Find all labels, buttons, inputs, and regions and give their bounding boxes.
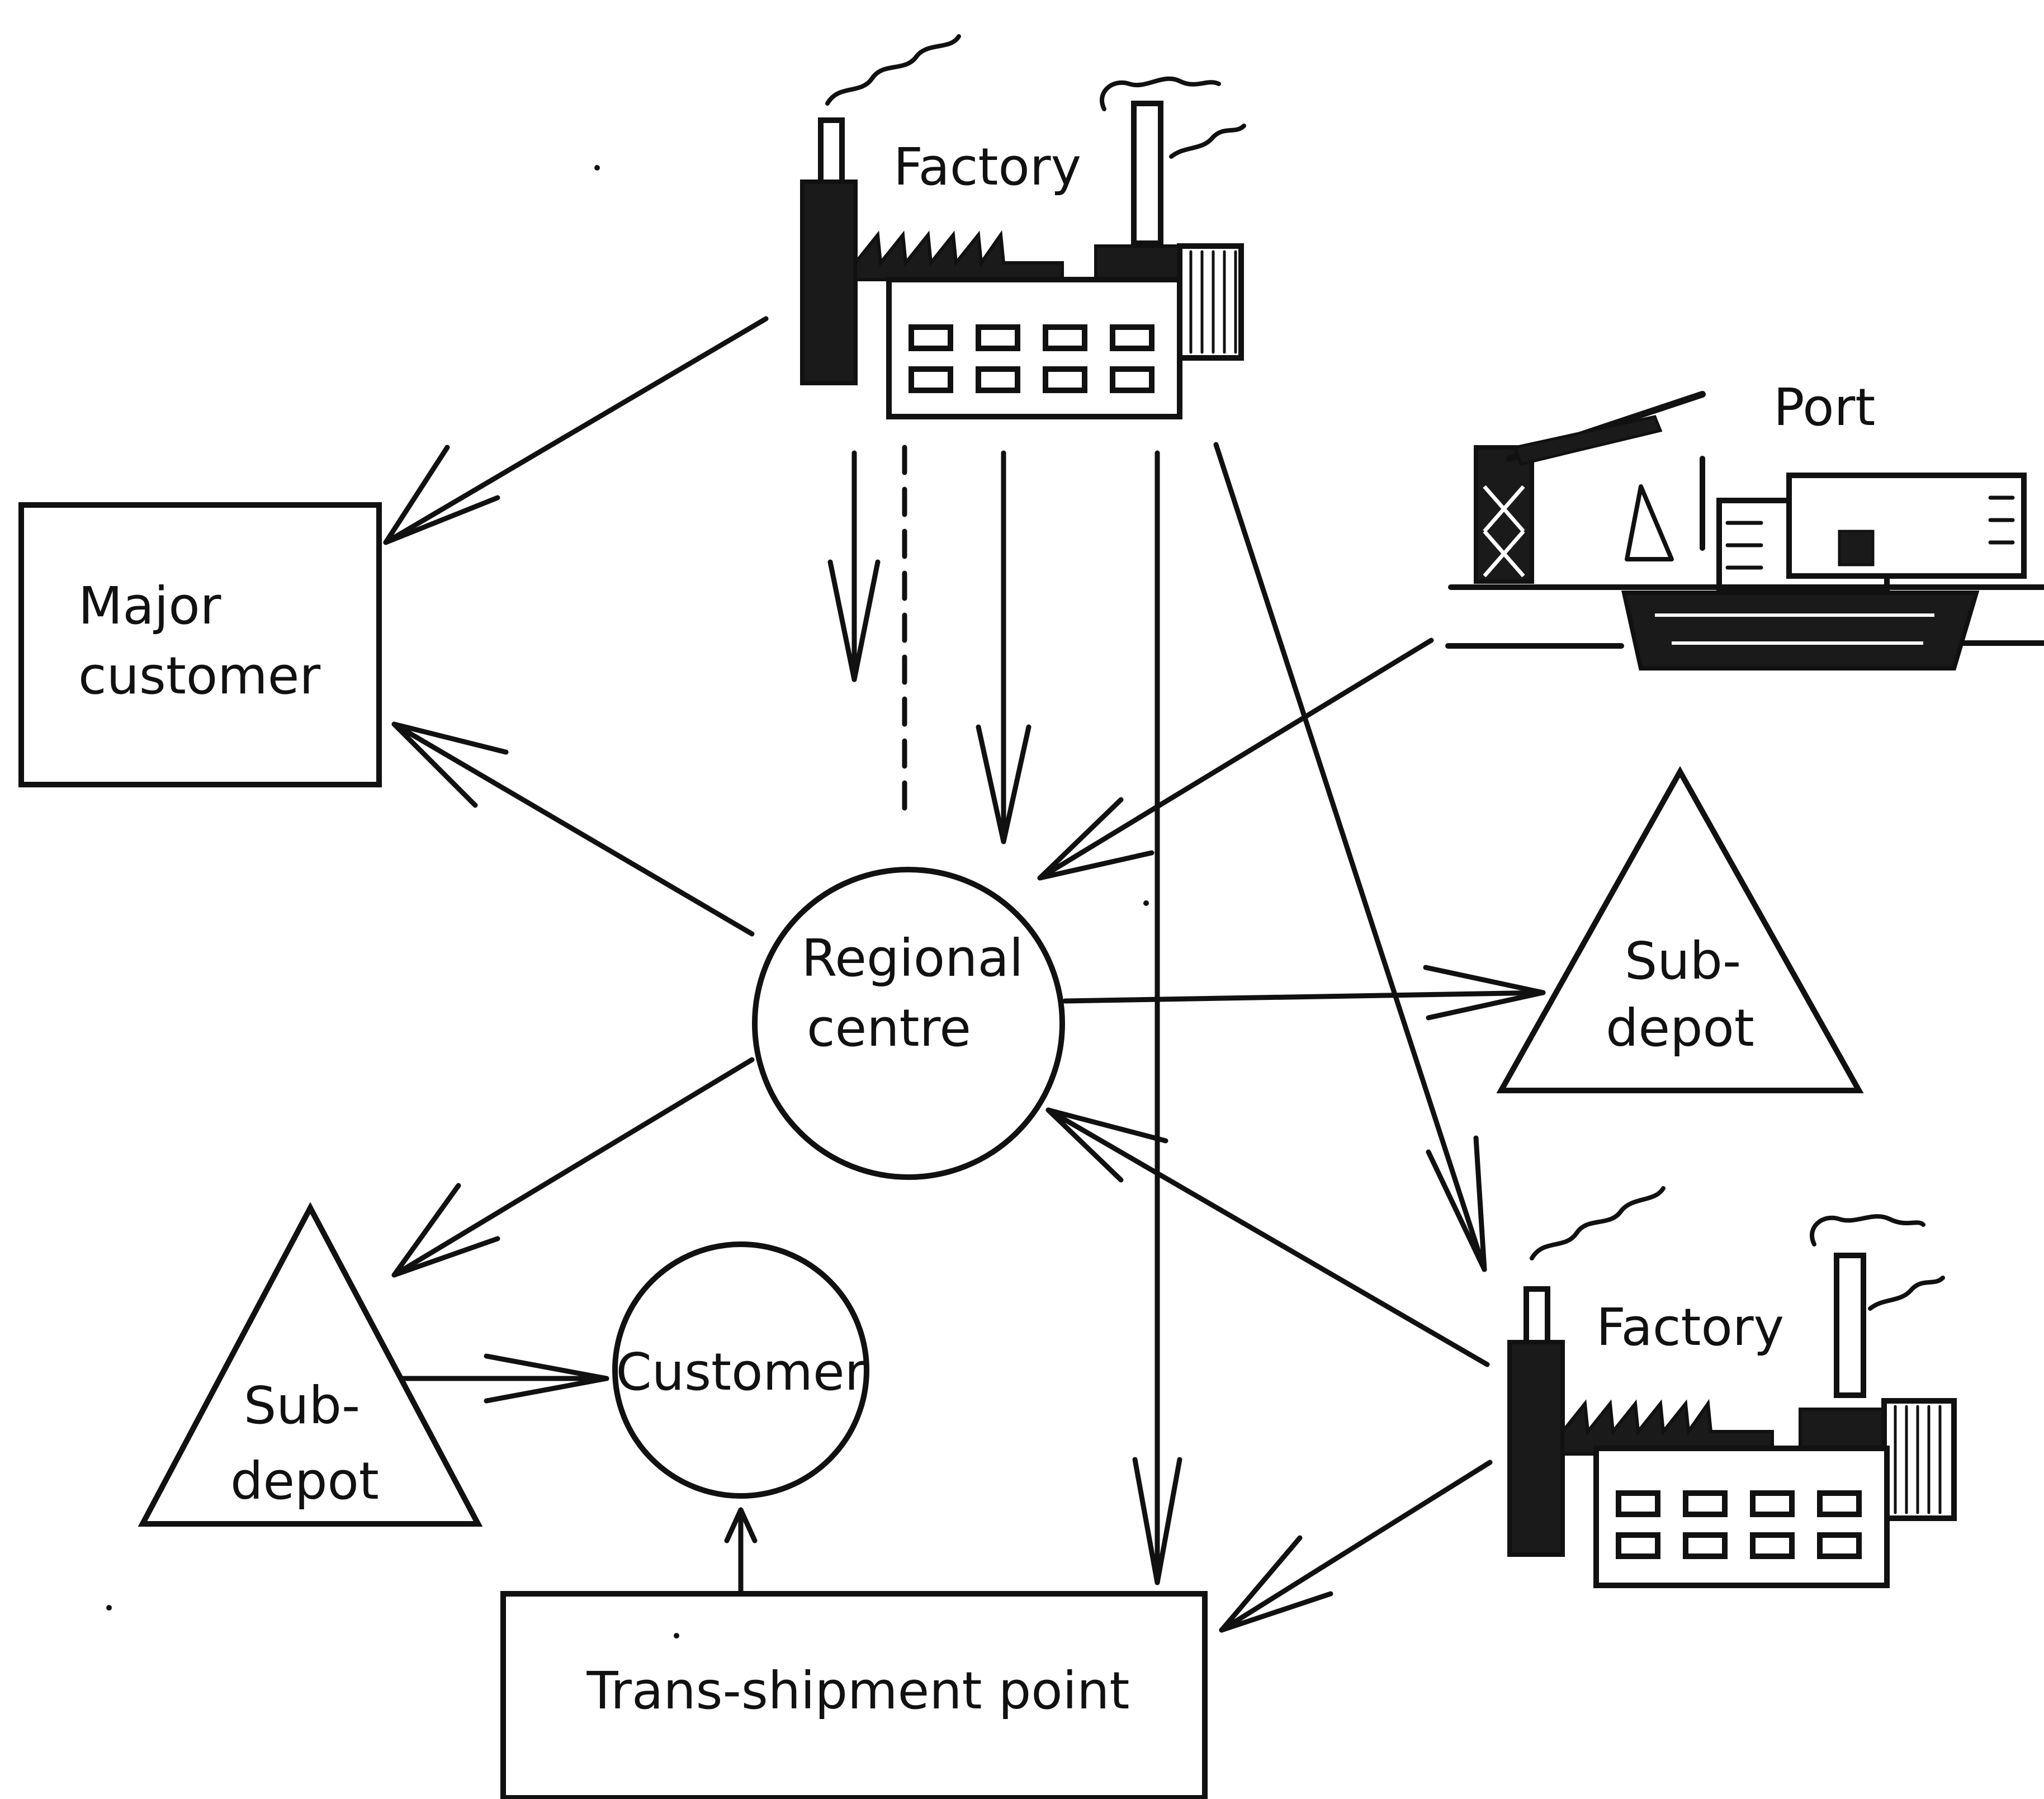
port-icon: Port	[1445, 377, 2044, 671]
regional-centre-label-line1: Regional	[802, 928, 1024, 988]
customer-label: Customer	[616, 1342, 866, 1402]
edge-factory-to-regional-centre-1	[827, 450, 881, 682]
edge-regional-centre-to-sub-depot-left	[391, 1057, 755, 1278]
major-customer-label-line2: customer	[78, 646, 320, 706]
edge-factory-bottom-to-trans-shipment-point	[1219, 1460, 1493, 1633]
trans-shipment-point-label: Trans-shipment point	[586, 1661, 1130, 1721]
factory-top-label: Factory	[893, 137, 1081, 197]
major-customer-label-line1: Major	[78, 576, 221, 636]
sub-depot-right-node: Sub- depot	[1496, 766, 1864, 1093]
major-customer-box: Major customer	[18, 502, 382, 787]
sub-depot-right-label-line1: Sub-	[1625, 931, 1741, 991]
regional-centre-label-line2: centre	[807, 998, 971, 1058]
sub-depot-left-label-line1: Sub-	[244, 1376, 360, 1436]
edge-factory-to-trans-shipment-point	[1132, 450, 1182, 1585]
factory-bottom-icon: Factory	[1507, 1186, 1957, 1588]
sub-depot-left-node: Sub- depot	[138, 1202, 483, 1527]
edge-factory-to-major-customer	[383, 316, 769, 545]
customer-node: Customer	[612, 1241, 869, 1499]
port-label: Port	[1773, 377, 1875, 437]
regional-centre-node: Regional centre	[752, 867, 1065, 1180]
edge-factory-to-regional-centre-2	[976, 450, 1032, 844]
factory-bottom-label: Factory	[1596, 1297, 1784, 1357]
edge-regional-centre-to-major-customer	[391, 721, 755, 937]
sub-depot-right-label-line2: depot	[1606, 998, 1754, 1058]
edge-factory-to-factory	[1213, 442, 1487, 1272]
edge-trans-shipment-point-to-customer	[724, 1507, 758, 1597]
edge-regional-centre-to-sub-depot-right	[1062, 965, 1546, 1021]
edge-port-to-regional-centre	[1037, 638, 1434, 881]
sub-depot-left-label-line2: depot	[230, 1451, 379, 1511]
factory-top-icon: Factory	[800, 34, 1246, 419]
trans-shipment-point-box: Trans-shipment point	[500, 1591, 1208, 1799]
scan-specks	[106, 165, 1149, 1639]
edge-sub-depot-left-to-customer	[400, 1353, 609, 1404]
edge-factory-bottom-to-regional-centre	[1045, 1107, 1490, 1367]
